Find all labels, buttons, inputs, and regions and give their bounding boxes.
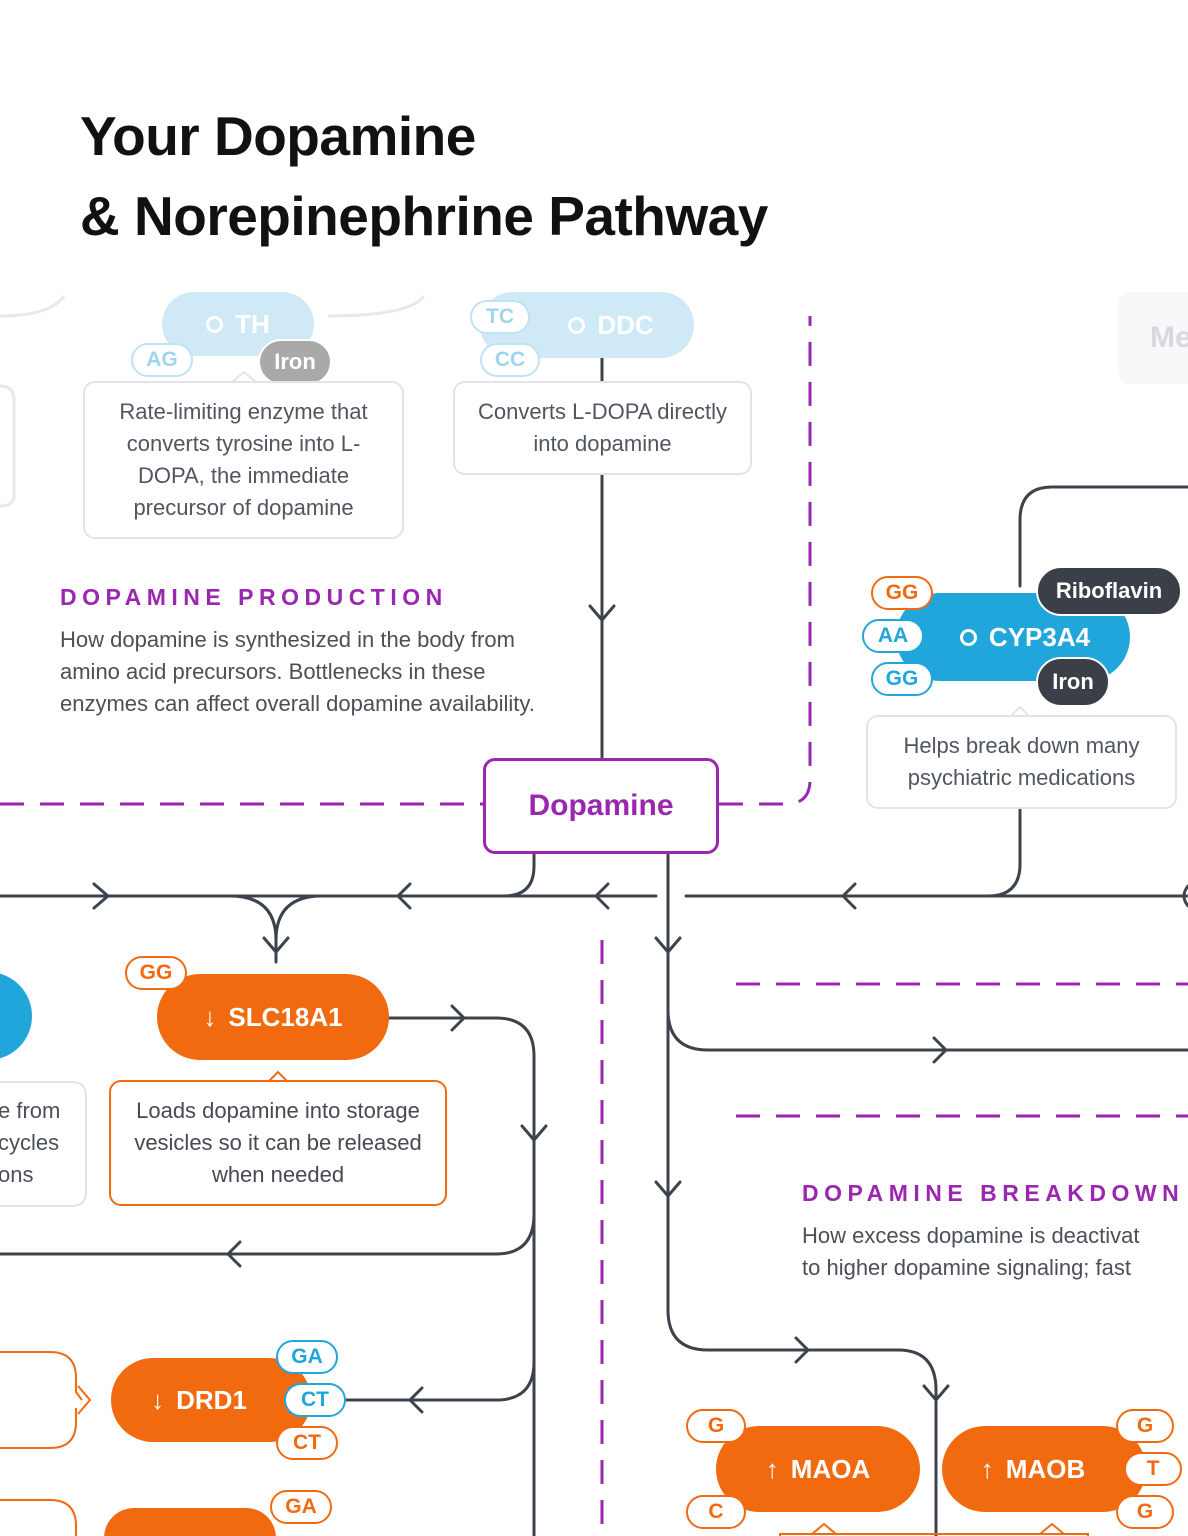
ddc-genotype-2: CC	[480, 343, 540, 377]
th-cofactor-iron: Iron	[258, 339, 332, 385]
gene-slc18a1-label: SLC18A1	[228, 1001, 343, 1032]
maoa-genotype-1: G	[686, 1409, 746, 1443]
cyp3a4-genotype-3: GG	[871, 662, 933, 696]
gene-th-label: TH	[235, 308, 270, 339]
ring-icon	[959, 628, 977, 646]
cyp3a4-cofactor-iron: Iron	[1036, 657, 1110, 707]
th-description: Rate-limiting enzyme that converts tyros…	[83, 381, 404, 539]
title-line-2: & Norepinephrine Pathway	[80, 185, 768, 247]
clipped-line-1: e from	[0, 1098, 61, 1123]
maob-genotype-3: G	[1116, 1495, 1174, 1529]
maoa-genotype-2: C	[686, 1495, 746, 1529]
th-genotype-badge: AG	[131, 343, 193, 377]
ring-icon	[206, 315, 224, 333]
dopamine-node[interactable]: Dopamine	[483, 758, 719, 854]
arrow-down-icon: ↓	[151, 1384, 165, 1415]
ring-icon	[568, 316, 586, 334]
gene-slc18a1-pill[interactable]: ↓ SLC18A1	[157, 974, 389, 1060]
cyp3a4-genotype-1: GG	[871, 576, 933, 610]
arrow-up-icon: ↑	[765, 1453, 779, 1484]
cyp3a4-cofactor-riboflavin: Riboflavin	[1036, 566, 1182, 616]
partial-gene-right: Me	[1118, 292, 1188, 384]
drd1-genotype-3: CT	[276, 1426, 338, 1460]
drd1-genotype-2: CT	[284, 1383, 346, 1417]
gene-maob-label: MAOB	[1005, 1453, 1086, 1484]
maob-genotype-1: G	[1116, 1409, 1174, 1443]
arrow-up-icon: ↑	[980, 1453, 994, 1484]
clipped-description: e from cycles ons	[0, 1095, 80, 1191]
gene-drd1-label: DRD1	[176, 1384, 247, 1415]
breakdown-text-2: to higher dopamine signaling; fast	[802, 1255, 1131, 1280]
production-heading: DOPAMINE PRODUCTION	[60, 584, 448, 610]
ddc-description: Converts L-DOPA directly into dopamine	[453, 381, 752, 475]
gene-drd1-pill[interactable]: ↓ DRD1	[111, 1358, 311, 1442]
title-line-1: Your Dopamine	[80, 105, 476, 167]
drd1-genotype-1: GA	[276, 1340, 338, 1374]
partial-gene-genotype: GA	[270, 1490, 332, 1524]
production-text: How dopamine is synthesized in the body …	[60, 627, 535, 716]
maob-genotype-2: T	[1124, 1452, 1182, 1486]
page-title: Your Dopamine & Norepinephrine Pathway	[80, 96, 768, 256]
gene-maoa-label: MAOA	[790, 1453, 871, 1484]
gene-maob-pill[interactable]: ↑ MAOB	[942, 1426, 1146, 1512]
slc18a1-genotype: GG	[125, 956, 187, 990]
gene-ddc-label: DDC	[597, 309, 654, 340]
breakdown-heading: DOPAMINE BREAKDOWN	[802, 1180, 1185, 1206]
gene-cyp3a4-label: CYP3A4	[988, 621, 1091, 652]
slc18a1-description: Loads dopamine into storage vesicles so …	[109, 1080, 447, 1206]
clipped-line-2: cycles	[0, 1130, 60, 1155]
arrow-down-icon: ↓	[203, 1001, 217, 1032]
clipped-line-3: ons	[0, 1162, 34, 1187]
gene-maoa-pill[interactable]: ↑ MAOA	[716, 1426, 920, 1512]
cyp3a4-genotype-2: AA	[862, 619, 924, 653]
cyp3a4-description: Helps break down many psychiatric medica…	[866, 715, 1177, 809]
ddc-genotype-1: TC	[470, 300, 530, 334]
breakdown-text-1: How excess dopamine is deactivat	[802, 1223, 1140, 1248]
